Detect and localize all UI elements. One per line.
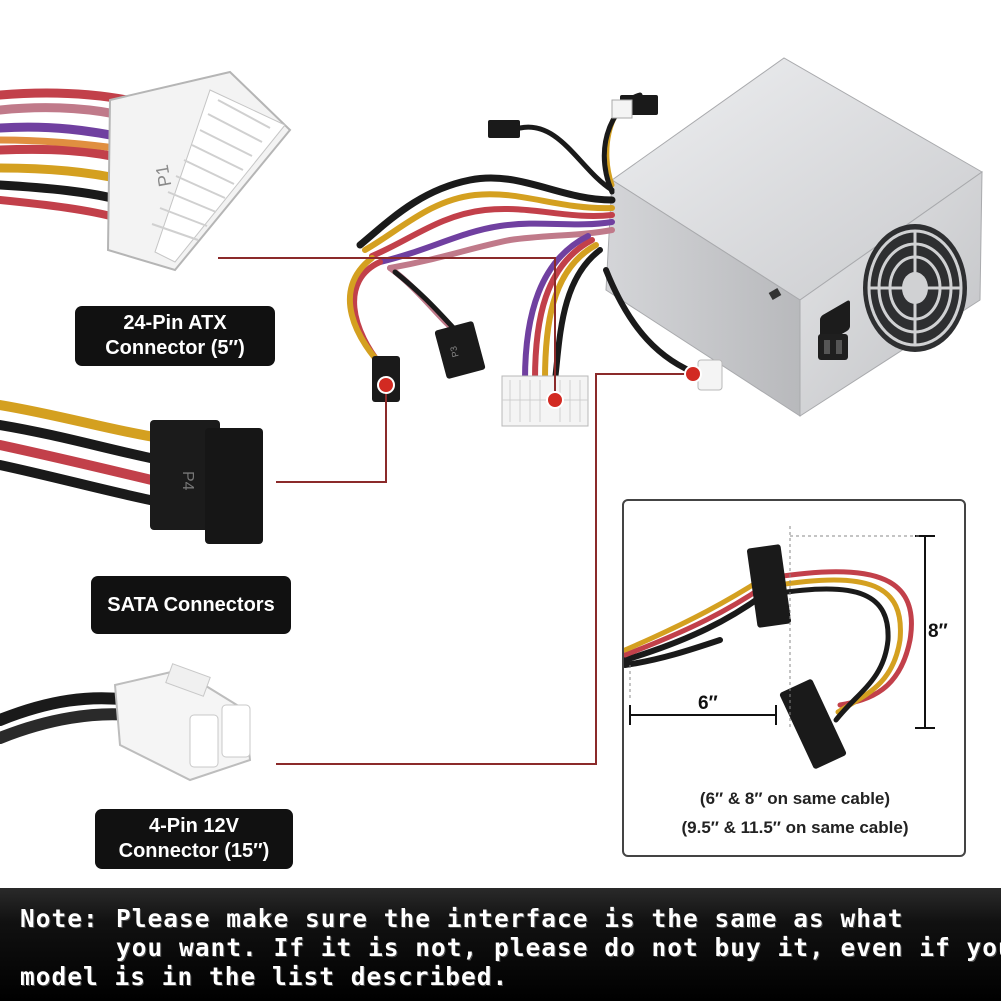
callout-dot (546, 391, 564, 409)
pin4-cable (0, 692, 136, 744)
inset-panel (622, 499, 966, 857)
sata-connector-small: P3 (434, 321, 486, 379)
inset-sata-connector (746, 544, 792, 628)
atx-connector-label: 24-Pin ATX Connector (5″) (75, 306, 275, 366)
atx-connector-small (501, 375, 589, 427)
note-line1: Please make sure the interface is the sa… (116, 904, 904, 933)
atx-label-line1: 24-Pin ATX (123, 312, 227, 334)
note-banner: Note: Please make sure the interface is … (0, 888, 1001, 1001)
inset-caption-line1: (6″ & 8″ on same cable) (699, 789, 891, 808)
small-connector (488, 120, 520, 138)
sata-connectors-label: SATA Connectors (91, 576, 291, 634)
note-line3: model is in the list described. (20, 962, 509, 991)
dimension-width-label: 6″ (698, 693, 718, 714)
callout-dots (377, 365, 702, 409)
fan-grille-icon (863, 224, 967, 352)
dimension-guides (629, 526, 920, 730)
pin4-label-line1: 4-Pin 12V (148, 815, 240, 837)
pin4-connector-label: 4-Pin 12V Connector (15″) (95, 809, 293, 869)
dimension-height-label: 8″ (928, 621, 948, 642)
note-prefix: Note: (20, 904, 99, 933)
atx-24-pin-connector: P1 (106, 70, 292, 272)
pin4-label-line2: Connector (15″) (118, 840, 270, 862)
power-socket-icon (818, 300, 850, 360)
power-supply-unit (605, 57, 983, 417)
callout-lines (218, 257, 690, 765)
p1-marking: P1 (152, 163, 176, 188)
inset-cable-illustration (622, 569, 914, 723)
inset-caption-line2: (9.5″ & 11.5″ on same cable) (681, 818, 909, 837)
sata-label-text: SATA Connectors (107, 594, 275, 616)
cable-bundle (346, 92, 703, 383)
pin4-12v-connector (113, 663, 252, 782)
atx-label-line2: Connector (5″) (105, 337, 245, 359)
p4-marking: P4 (179, 471, 196, 491)
inset-sata-connector (779, 679, 847, 769)
note-body: Please make sure the interface is the sa… (116, 904, 1001, 962)
p3-marking: P3 (448, 345, 461, 358)
callout-dot (684, 365, 702, 383)
sata-connector-large: P4 (150, 420, 263, 544)
small-connector (611, 99, 633, 119)
callout-dot (377, 376, 395, 394)
note-line2: you want. If it is not, please do not bu… (116, 933, 1001, 962)
sata-cable (0, 400, 165, 507)
